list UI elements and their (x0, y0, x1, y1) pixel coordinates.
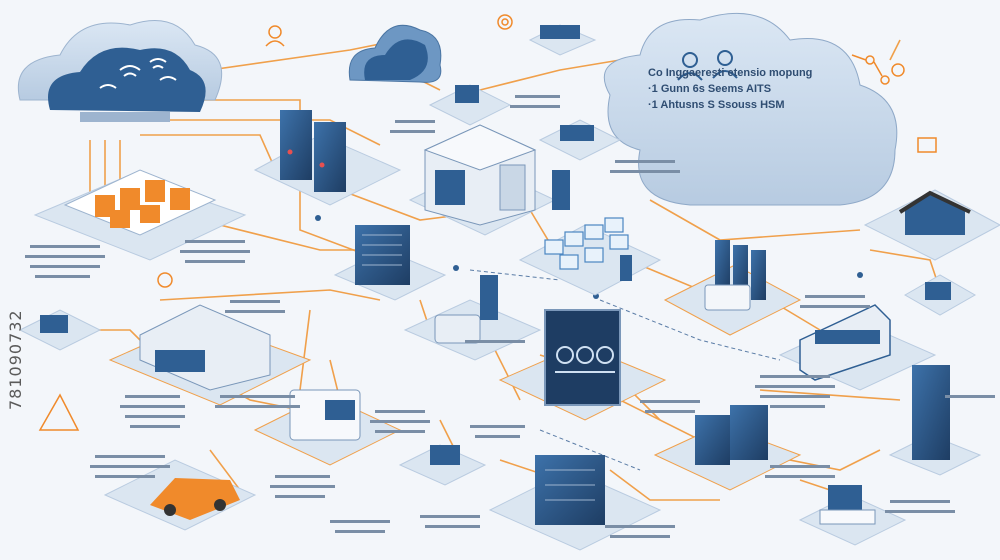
orange-rack-platform (33, 169, 247, 261)
cloud-text-line-2: ·1 Gunn 6s Seems AITS (648, 83, 772, 95)
cloud-main (603, 12, 905, 206)
orange-icons (38, 14, 937, 431)
server-cabinet (333, 225, 447, 301)
meter-device (253, 389, 402, 466)
wifi-icon (99, 58, 177, 89)
router-device (18, 309, 102, 351)
factory-building (108, 304, 312, 406)
text-blocks (25, 95, 995, 538)
van-platform (403, 275, 542, 361)
twin-server-towers (253, 110, 402, 206)
cloud-text-line-3: ·1 Ahtusns S Ssouss HSM (648, 99, 785, 111)
cloud-text-line-1: Co Inggaeresti etensio mopung (648, 67, 813, 79)
server-truck-platform (663, 240, 802, 336)
data-center-building (408, 124, 570, 236)
electric-car (103, 459, 257, 531)
laptop-device (798, 485, 907, 546)
cloud-wifi (17, 20, 223, 122)
storage-unit (488, 455, 662, 551)
cloud-small (348, 25, 442, 83)
center-monitor-platform (498, 309, 667, 421)
skyscraper (888, 365, 982, 476)
watermark-id: 781090732 (6, 309, 25, 410)
network-icon (851, 54, 905, 85)
small-devices (430, 25, 951, 465)
building-pair (653, 405, 802, 491)
bus-platform (778, 304, 937, 391)
hologram-panels (518, 217, 662, 296)
user-icon (677, 50, 738, 81)
house-icon (863, 189, 1000, 261)
